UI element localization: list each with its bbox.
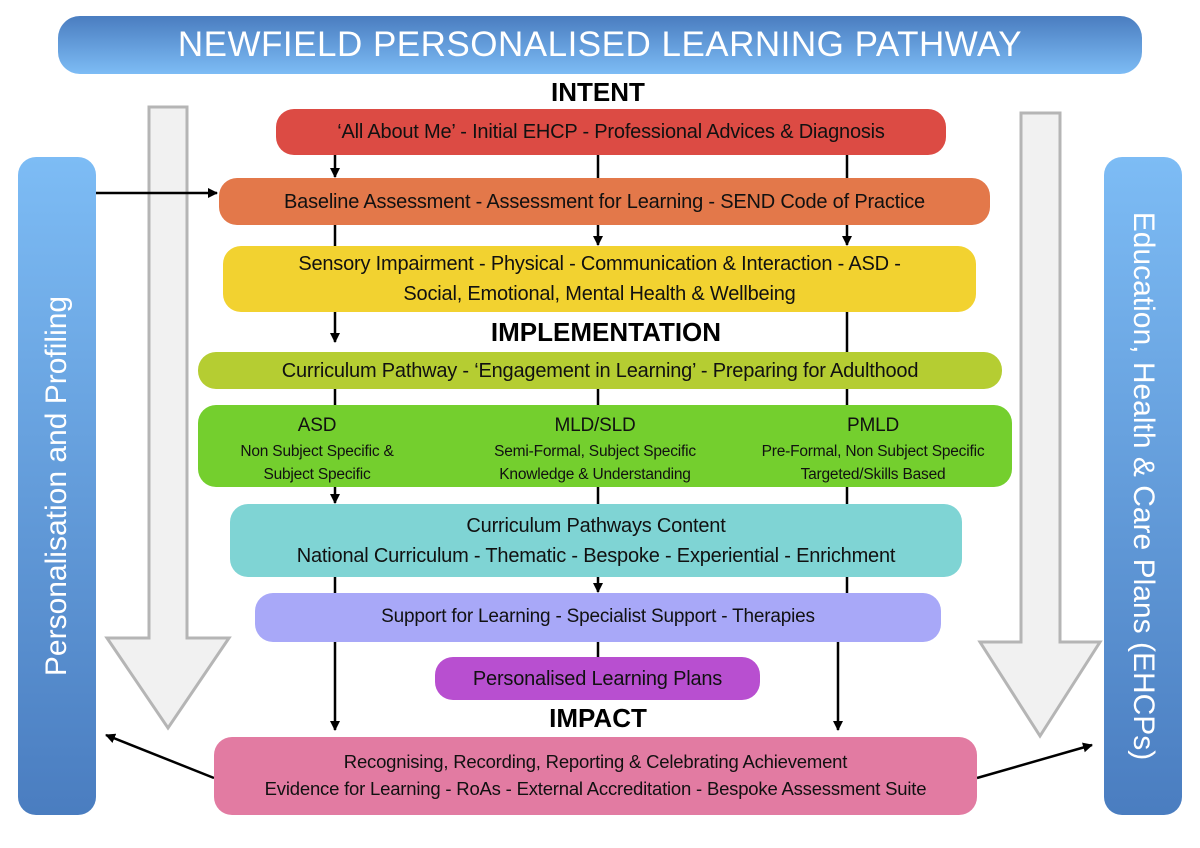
pathway-line1: Semi-Formal, Subject Specific bbox=[494, 442, 696, 460]
impl-box-pathways: ASD Non Subject Specific & Subject Speci… bbox=[198, 405, 1012, 487]
stage-impact: IMPACT bbox=[549, 703, 647, 733]
pathway-pmld: PMLD Pre-Formal, Non Subject Specific Ta… bbox=[734, 413, 1012, 486]
box-text: ‘All About Me’ - Initial EHCP - Professi… bbox=[337, 121, 885, 143]
impl-box-curriculum-pathway: Curriculum Pathway - ‘Engagement in Lear… bbox=[198, 352, 1002, 389]
side-label-right: Education, Health & Care Plans (EHCPs) bbox=[1127, 211, 1160, 761]
box-text-line1: Recognising, Recording, Reporting & Cele… bbox=[343, 751, 848, 773]
side-label-left: Personalisation and Profiling bbox=[40, 295, 73, 677]
pathway-line2: Targeted/Skills Based bbox=[800, 465, 946, 483]
box-text-line1: Sensory Impairment - Physical - Communic… bbox=[298, 253, 901, 275]
pathway-line1: Non Subject Specific & bbox=[240, 442, 394, 460]
box-text-line2: Evidence for Learning - RoAs - External … bbox=[264, 778, 927, 799]
impl-box-plans: Personalised Learning Plans bbox=[435, 657, 760, 700]
pathway-asd: ASD Non Subject Specific & Subject Speci… bbox=[178, 413, 456, 486]
intent-box-needs: Sensory Impairment - Physical - Communic… bbox=[223, 246, 976, 312]
box-text: Personalised Learning Plans bbox=[472, 667, 723, 690]
pathway-line2: Subject Specific bbox=[263, 465, 371, 483]
pathway-line2: Knowledge & Understanding bbox=[499, 465, 691, 483]
side-panel-ehcp: Education, Health & Care Plans (EHCPs) bbox=[1104, 157, 1182, 815]
pathway-name: ASD bbox=[297, 415, 337, 436]
down-arrow-left bbox=[104, 105, 232, 731]
intent-box-all-about-me: ‘All About Me’ - Initial EHCP - Professi… bbox=[276, 109, 946, 155]
pathway-name: MLD/SLD bbox=[554, 415, 636, 436]
box-text-line2: National Curriculum - Thematic - Bespoke… bbox=[296, 544, 896, 567]
box-text: Baseline Assessment - Assessment for Lea… bbox=[284, 190, 925, 213]
diagram-title: NEWFIELD PERSONALISED LEARNING PATHWAY bbox=[58, 16, 1142, 74]
down-arrow-right bbox=[977, 111, 1103, 739]
side-panel-personalisation: Personalisation and Profiling bbox=[18, 157, 96, 815]
impact-box: Recognising, Recording, Reporting & Cele… bbox=[214, 737, 977, 815]
box-text-line2: Social, Emotional, Mental Health & Wellb… bbox=[403, 283, 796, 305]
box-text: Curriculum Pathway - ‘Engagement in Lear… bbox=[281, 359, 919, 382]
impl-box-content: Curriculum Pathways Content National Cur… bbox=[230, 504, 962, 577]
pathway-line1: Pre-Formal, Non Subject Specific bbox=[761, 442, 985, 460]
stage-implementation: IMPLEMENTATION bbox=[490, 317, 722, 347]
pathway-mld-sld: MLD/SLD Semi-Formal, Subject Specific Kn… bbox=[456, 413, 734, 486]
intent-box-baseline: Baseline Assessment - Assessment for Lea… bbox=[219, 178, 990, 225]
box-text: Support for Learning - Specialist Suppor… bbox=[381, 606, 815, 628]
stage-intent: INTENT bbox=[551, 77, 645, 107]
pathway-name: PMLD bbox=[847, 415, 899, 436]
box-text-line1: Curriculum Pathways Content bbox=[466, 514, 726, 537]
impl-box-support: Support for Learning - Specialist Suppor… bbox=[255, 593, 941, 642]
